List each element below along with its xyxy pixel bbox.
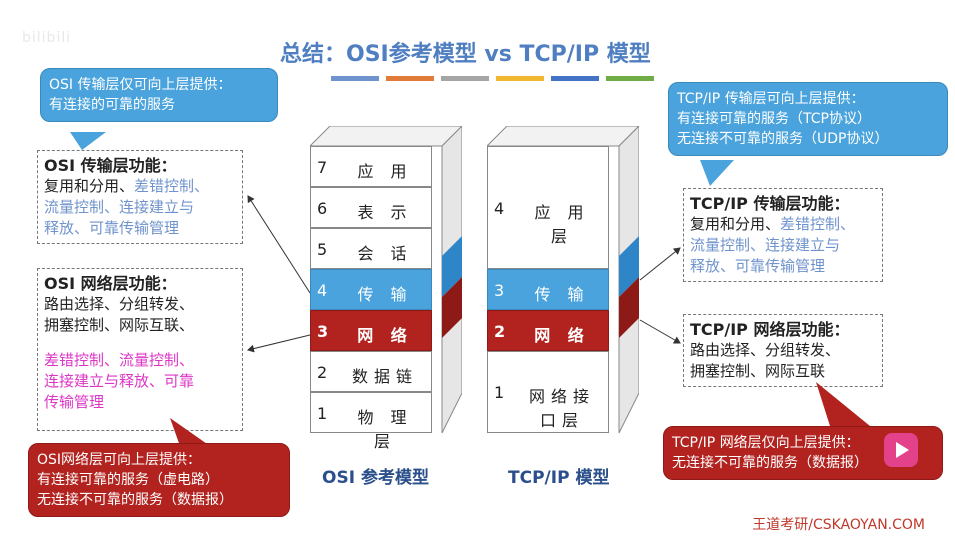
tcpip-transport-line3: 释放、可靠传输管理 [690, 257, 826, 275]
osi-layer-1: 1 物 理 层 [310, 392, 432, 451]
osi-layer-number: 4 [317, 280, 328, 300]
tcpip-transport-line2: 流量控制、连接建立与 [690, 236, 841, 254]
osi-stack: 7应 用 层6表 示 层5会 话 层4传 输 层3网 络 层2数据链路层1 物 理… [310, 126, 462, 451]
tcpip-network-function-box: TCP/IP 网络层功能： 路由选择、分组转发、 拥塞控制、网际互联 [683, 314, 883, 387]
tcpip-layer-3: 3传 输 层 [487, 269, 609, 328]
osi-layer-number: 1 [317, 403, 328, 423]
osi-transport-function-box: OSI 传输层功能： 复用和分用、差错控制、 流量控制、连接建立与 释放、可靠传… [37, 150, 243, 244]
osi-transport-line1a: 复用和分用、 [44, 177, 135, 195]
tcpip-network-line1: 路由选择、分组转发、 [690, 341, 841, 359]
osi-layer-6: 6表 示 层 [310, 187, 432, 246]
stripe-4 [496, 76, 544, 81]
osi-network-line2: 拥塞控制、网际互联、 [44, 316, 195, 334]
osi-network-box-title: OSI 网络层功能： [44, 274, 177, 293]
osi-network-callout-line2: 有连接可靠的服务（虚电路） [37, 472, 219, 488]
osi-transport-line1b: 差错控制、 [134, 177, 210, 195]
tcpip-layer-number: 3 [494, 280, 505, 300]
tcpip-model-label: TCP/IP 模型 [508, 468, 610, 488]
tcpip-transport-line1a: 复用和分用、 [690, 215, 781, 233]
osi-network-callout: OSI网络层可向上层提供： 有连接可靠的服务（虚电路） 无连接不可靠的服务（数据… [28, 443, 290, 517]
osi-network-function-box: OSI 网络层功能： 路由选择、分组转发、 拥塞控制、网际互联、 差错控制、流量… [37, 268, 243, 431]
osi-transport-callout: OSI 传输层仅可向上层提供： 有连接的可靠的服务 [40, 68, 278, 122]
osi-layer-number: 6 [317, 198, 328, 218]
arrow-tcp-transport [639, 247, 681, 281]
stripe-2 [386, 76, 434, 81]
tcpip-stack: 4 应 用 层 3传 输 层2网 络 层 1 网络接口层 [487, 126, 639, 446]
osi-layer-2: 2数据链路层 [310, 351, 432, 410]
osi-layer-4: 4传 输 层 [310, 269, 432, 328]
osi-network-callout-tail [170, 418, 210, 446]
osi-stack-3d-frame [310, 126, 462, 434]
arrow-tcp-network [639, 319, 681, 344]
tcpip-transport-function-box: TCP/IP 传输层功能： 复用和分用、差错控制、 流量控制、连接建立与 释放、… [683, 188, 883, 282]
tcpip-transport-callout-line2: 有连接可靠的服务（TCP协议） [677, 111, 871, 127]
osi-layer-name: 物 理 层 [357, 407, 413, 451]
osi-layer-number: 3 [317, 321, 329, 341]
stripe-3 [441, 76, 489, 81]
title-color-stripes [331, 76, 654, 81]
tcpip-network-callout-line2: 无连接不可靠的服务（数据报） [672, 455, 868, 471]
play-button[interactable] [884, 433, 918, 467]
tcpip-layer-2: 2网 络 层 [487, 310, 609, 369]
tcpip-layer-name: 网络接口层 [528, 387, 595, 430]
footer-credit: 王道考研/CSKAOYAN.COM [752, 517, 925, 533]
bilibili-watermark: bilibili [22, 30, 72, 46]
tcpip-network-line2: 拥塞控制、网际互联 [690, 362, 826, 380]
osi-network-line4: 连接建立与释放、可靠 [44, 372, 195, 390]
osi-transport-callout-line2: 有连接的可靠的服务 [49, 97, 175, 113]
tcpip-network-callout-line1: TCP/IP 网络层仅向上层提供： [672, 435, 860, 451]
tcpip-layer-name: 应 用 层 [534, 202, 590, 246]
osi-network-line5: 传输管理 [44, 393, 105, 411]
tcpip-network-box-title: TCP/IP 网络层功能： [690, 320, 850, 339]
stripe-5 [551, 76, 599, 81]
osi-transport-line3: 释放、可靠传输管理 [44, 219, 180, 237]
tcpip-layer-number: 4 [494, 198, 505, 218]
osi-layer-7: 7应 用 层 [310, 146, 432, 205]
osi-transport-box-title: OSI 传输层功能： [44, 156, 177, 175]
tcpip-transport-box-title: TCP/IP 传输层功能： [690, 194, 850, 213]
stripe-1 [331, 76, 379, 81]
osi-network-callout-line1: OSI网络层可向上层提供： [37, 452, 202, 468]
tcpip-transport-callout-line1: TCP/IP 传输层可向上层提供： [677, 91, 865, 107]
tcpip-layer-1: 1 网络接口层 [487, 351, 609, 433]
osi-transport-callout-tail [70, 132, 106, 150]
tcpip-layer-number: 2 [494, 321, 506, 341]
tcpip-layer-number: 1 [494, 383, 505, 402]
osi-layer-number: 2 [317, 362, 328, 382]
play-icon [896, 442, 909, 458]
osi-network-callout-line3: 无连接不可靠的服务（数据报） [37, 492, 233, 508]
osi-network-line3: 差错控制、流量控制、 [44, 351, 195, 369]
osi-model-label: OSI 参考模型 [322, 468, 429, 488]
osi-layer-number: 5 [317, 239, 328, 259]
osi-layer-number: 7 [317, 157, 328, 177]
tcpip-transport-callout-line3: 无连接不可靠的服务（UDP协议） [677, 131, 889, 147]
page-title: 总结：OSI参考模型 vs TCP/IP 模型 [280, 42, 651, 67]
tcpip-layer-4: 4 应 用 层 [487, 146, 609, 269]
osi-transport-line2: 流量控制、连接建立与 [44, 198, 195, 216]
tcpip-transport-callout-tail [700, 160, 734, 186]
osi-layer-3: 3网 络 层 [310, 310, 432, 369]
arrow-osi-transport [247, 195, 311, 294]
tcpip-network-callout-tail [816, 382, 870, 426]
stripe-6 [606, 76, 654, 81]
arrow-osi-network [247, 334, 311, 353]
osi-transport-callout-line1: OSI 传输层仅可向上层提供： [49, 77, 232, 93]
osi-network-line1: 路由选择、分组转发、 [44, 295, 195, 313]
tcpip-transport-line1b: 差错控制、 [780, 215, 856, 233]
osi-layer-5: 5会 话 层 [310, 228, 432, 287]
tcpip-transport-callout: TCP/IP 传输层可向上层提供： 有连接可靠的服务（TCP协议） 无连接不可靠… [668, 82, 948, 156]
